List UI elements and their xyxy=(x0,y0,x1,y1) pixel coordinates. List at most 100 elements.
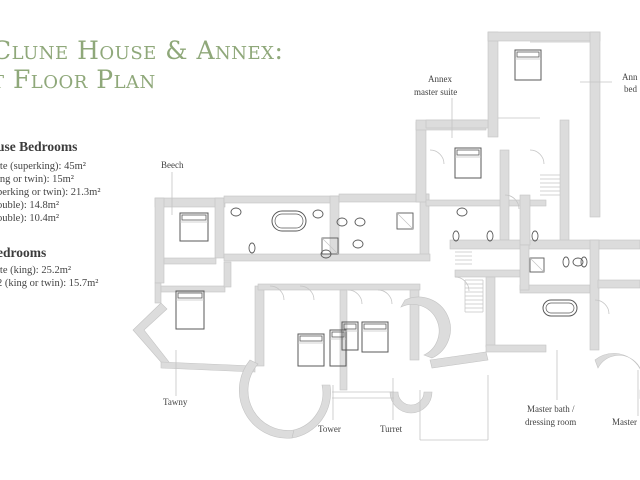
room-label-master-bedroom: Master xyxy=(612,417,637,427)
wall xyxy=(519,194,531,246)
shower xyxy=(396,212,414,230)
pillow xyxy=(456,149,480,156)
toilet xyxy=(248,242,256,254)
house-bedroom-item: ing or twin): 15m² xyxy=(0,174,74,185)
floor-plan-leader-lines xyxy=(171,81,639,420)
floor-plan-fixtures xyxy=(175,49,588,367)
basin xyxy=(352,239,364,249)
bed xyxy=(297,333,325,367)
pillow xyxy=(516,51,540,58)
wall xyxy=(519,284,591,294)
room-label-annex-bedroom-2: bed xyxy=(624,84,637,94)
floor-plan-labels: Beech Tawny Tower Turret Annex master su… xyxy=(161,72,638,434)
wall xyxy=(409,289,420,361)
annex-bedrooms-list: ite (king): 25.2m² 2 (king or twin): 15.… xyxy=(0,264,98,290)
pillow xyxy=(177,292,203,299)
wall xyxy=(154,197,165,284)
page-title-line-1: Clune House & Annex: xyxy=(0,36,284,65)
house-bedroom-item: ouble): 10.4m² xyxy=(0,213,60,224)
shower xyxy=(321,237,339,255)
bathtub xyxy=(271,210,307,232)
basin xyxy=(312,209,324,219)
wall xyxy=(160,285,226,293)
bed xyxy=(361,321,389,353)
floor-plan-stairs xyxy=(455,174,560,313)
shower-tray-line xyxy=(321,237,339,255)
basin xyxy=(230,207,242,217)
wall xyxy=(415,121,427,203)
house-bedroom-item: ite (superking): 45m² xyxy=(0,161,86,172)
bed xyxy=(454,147,482,179)
wall xyxy=(519,244,530,291)
room-label-master-bath-1: Master bath / xyxy=(527,404,575,414)
house-bedroom-item: perking or twin): 21.3m² xyxy=(0,187,101,198)
pillow xyxy=(299,335,323,342)
room-label-beech: Beech xyxy=(161,160,184,170)
basin xyxy=(572,257,584,267)
shower xyxy=(529,257,545,273)
wall xyxy=(338,193,430,203)
door-swing xyxy=(377,289,393,305)
wall xyxy=(485,276,496,348)
wall xyxy=(485,344,547,353)
door-swing xyxy=(504,194,520,210)
wall xyxy=(163,257,217,265)
annex-bedroom-item: 2 (king or twin): 15.7m² xyxy=(0,278,99,289)
wall xyxy=(223,195,340,204)
pillow xyxy=(331,331,345,338)
wall xyxy=(389,391,433,414)
bathtub-inner xyxy=(274,213,304,229)
wall xyxy=(154,197,226,208)
toilet xyxy=(486,230,494,242)
wall xyxy=(400,296,451,359)
wall xyxy=(559,119,570,246)
wall xyxy=(487,31,601,42)
basin xyxy=(336,217,348,227)
wall xyxy=(449,239,640,250)
room-label-annex-master-1: Annex xyxy=(428,74,452,84)
basin xyxy=(456,207,468,217)
wall xyxy=(594,353,640,400)
bed xyxy=(329,329,347,367)
wall xyxy=(454,269,521,278)
wall xyxy=(223,261,232,288)
bathtub-inner xyxy=(545,302,575,314)
room-label-turret: Turret xyxy=(380,424,403,434)
toilet xyxy=(562,256,570,268)
toilet xyxy=(452,230,460,242)
room-label-master-bath-2: dressing room xyxy=(525,417,576,427)
shower-tray-line xyxy=(396,212,414,230)
toilet xyxy=(531,230,539,242)
room-label-annex-bedroom-1: Ann xyxy=(622,72,638,82)
wall xyxy=(425,119,489,129)
wall xyxy=(589,31,601,218)
bed xyxy=(341,321,359,351)
door-swing xyxy=(529,149,545,165)
wall xyxy=(154,282,162,304)
pillow xyxy=(363,323,387,330)
annex-bedroom-item: ite (king): 25.2m² xyxy=(0,265,72,276)
wall xyxy=(429,351,489,369)
wall xyxy=(597,279,640,289)
wall xyxy=(257,283,421,291)
bathtub xyxy=(542,299,578,317)
annex-bedrooms-heading: edrooms xyxy=(0,245,47,260)
room-label-annex-master-2: master suite xyxy=(414,87,457,97)
house-bedroom-item: ouble): 14.8m² xyxy=(0,200,60,211)
bed xyxy=(179,212,209,242)
floor-plan-walls xyxy=(132,31,640,439)
door-swing xyxy=(299,285,315,301)
pillow xyxy=(343,323,357,330)
house-bedrooms-list: ite (superking): 45m² ing or twin): 15m²… xyxy=(0,160,100,225)
wall xyxy=(487,31,499,138)
wall xyxy=(291,384,331,439)
door-swing xyxy=(347,289,363,305)
door-swing xyxy=(269,285,285,301)
door-swing xyxy=(594,299,610,315)
wall xyxy=(223,253,431,262)
toilet xyxy=(580,256,588,268)
pillow xyxy=(181,214,207,221)
bed xyxy=(175,290,205,330)
wall xyxy=(589,239,600,351)
